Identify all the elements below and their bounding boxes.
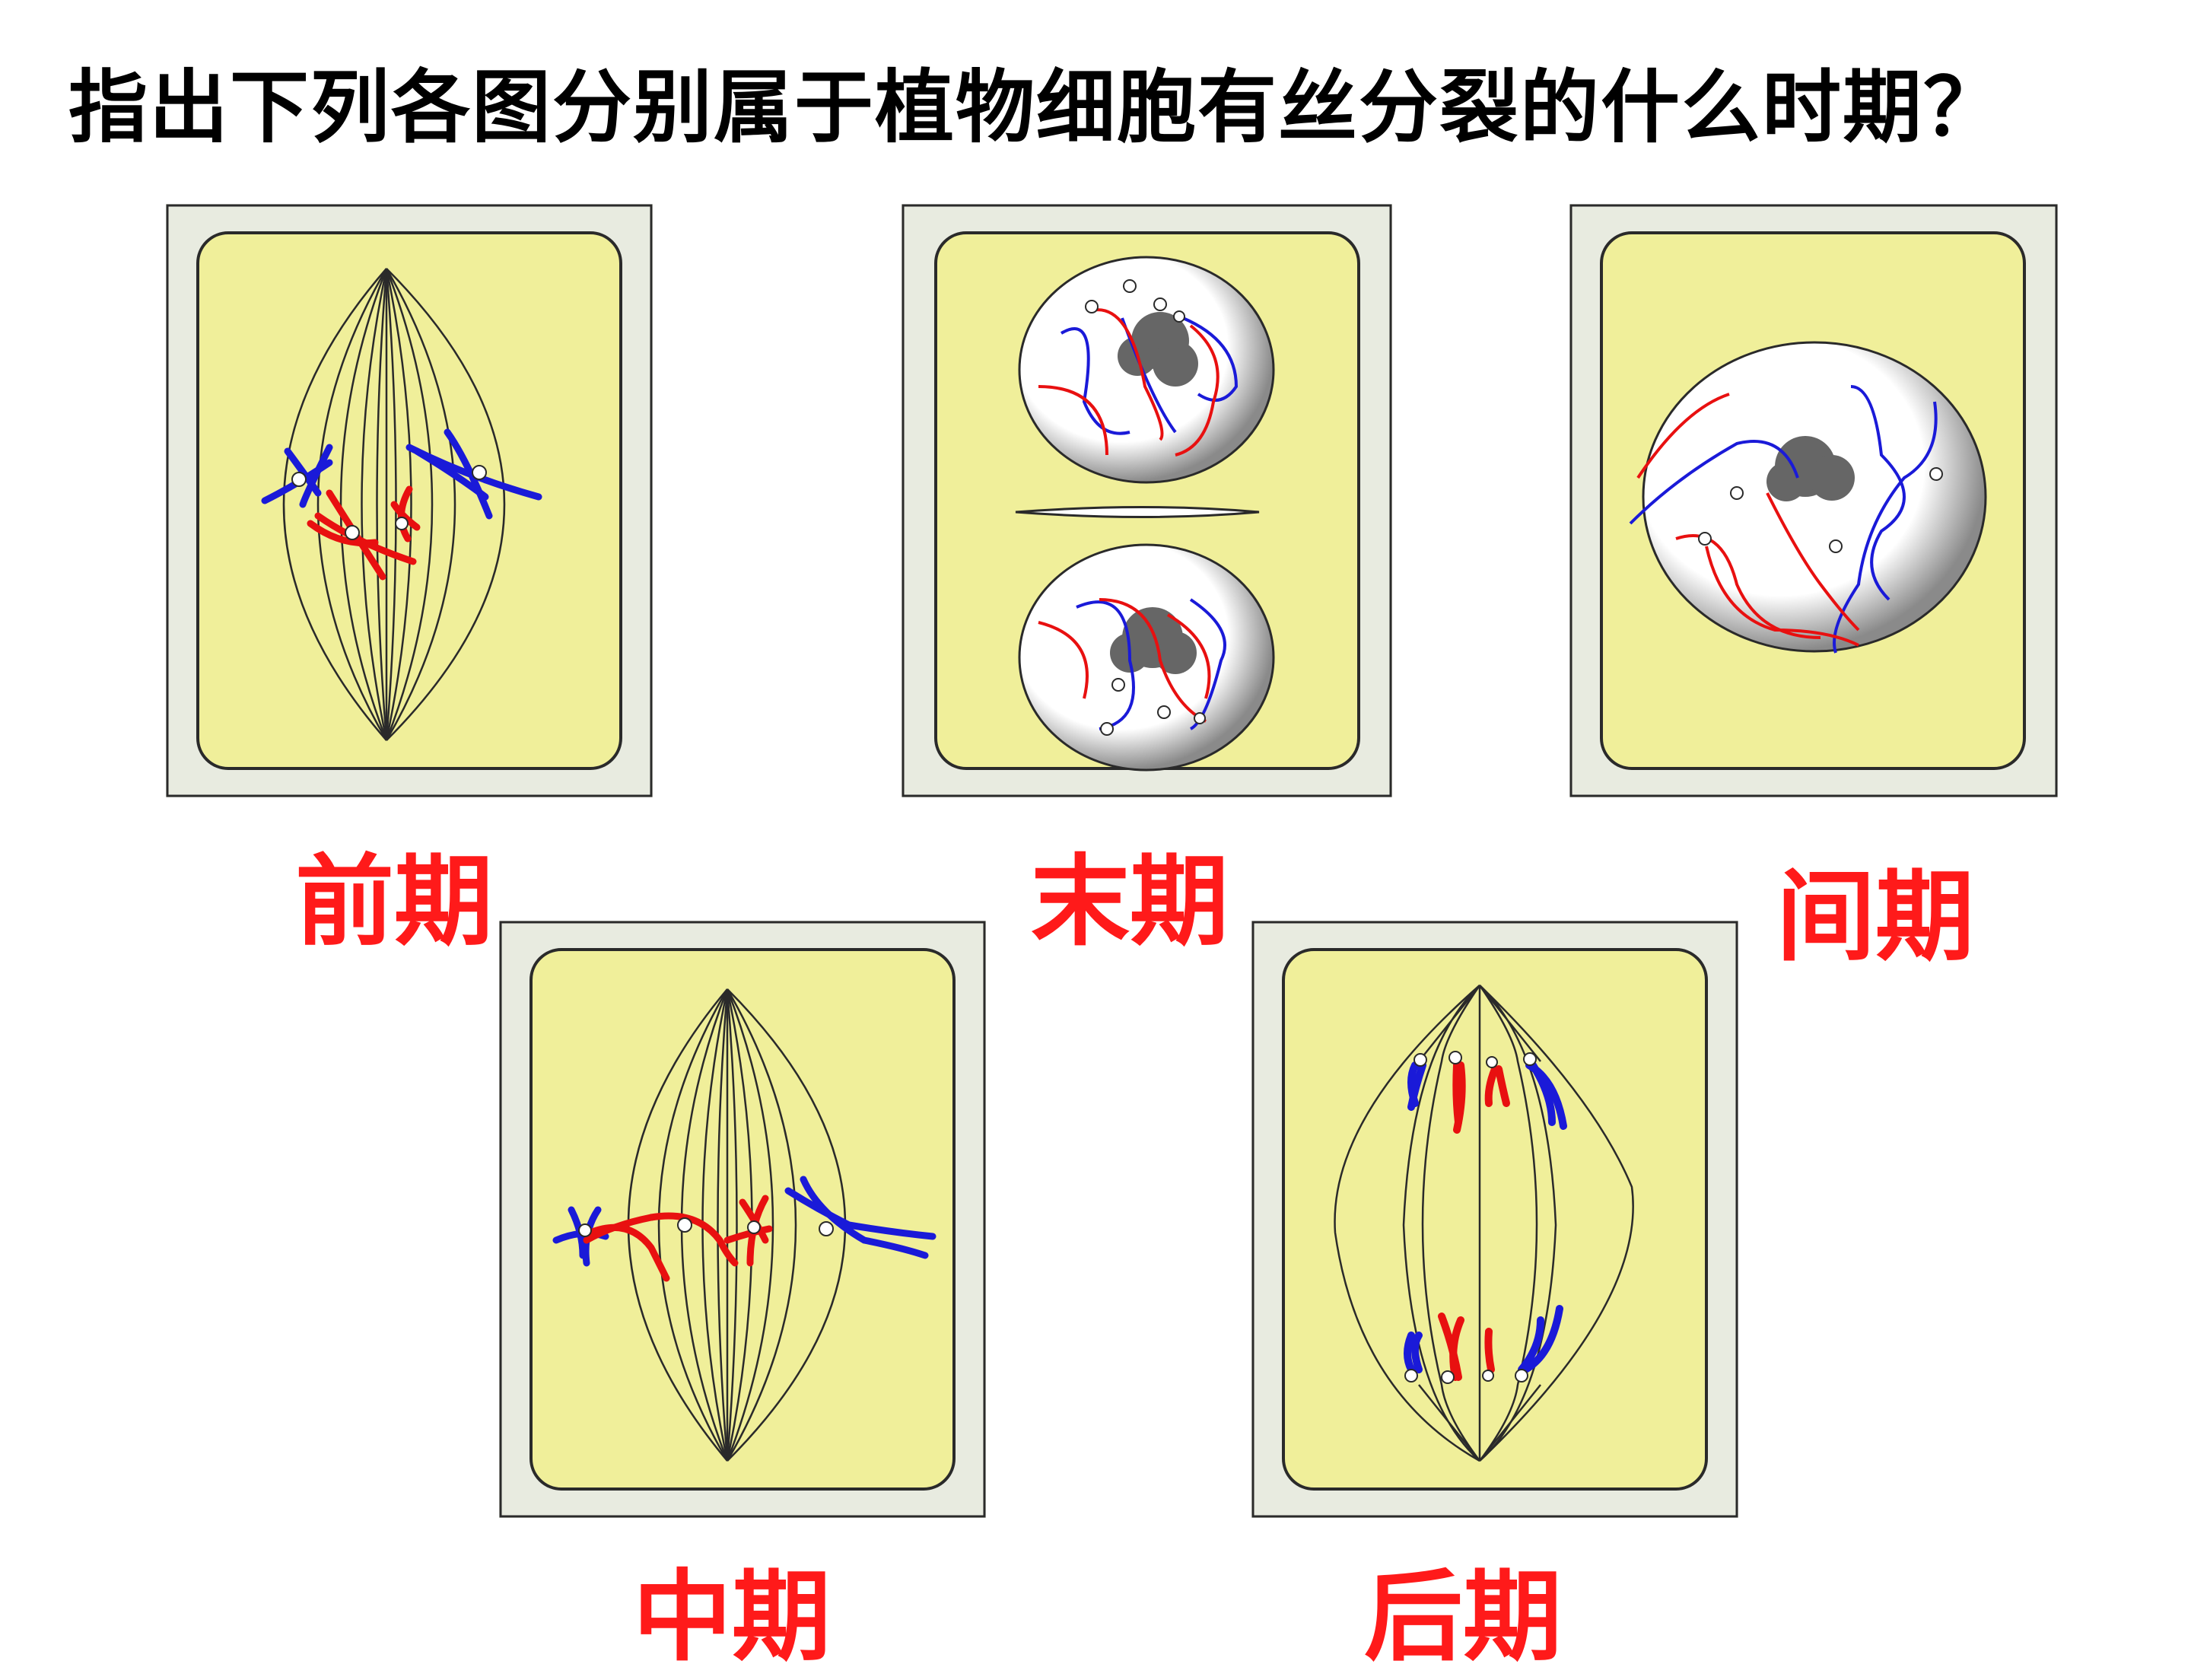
label-interphase: 间期 xyxy=(1776,859,1975,975)
label-anaphase: 后期 xyxy=(1364,1559,1563,1675)
label-prophase: 前期 xyxy=(295,844,494,959)
cell-diagram-prophase xyxy=(166,204,653,797)
cell-diagram-interphase xyxy=(1569,204,2058,797)
cell-diagram-telophase xyxy=(902,204,1392,797)
label-telophase: 末期 xyxy=(1031,844,1229,959)
cell-diagram-anaphase xyxy=(1251,921,1738,1518)
page-title: 指出下列各图分别属于植物细胞有丝分裂的什么时期？ xyxy=(68,61,2005,154)
cell-diagram-metaphase xyxy=(499,921,986,1518)
label-metaphase: 中期 xyxy=(633,1559,832,1675)
